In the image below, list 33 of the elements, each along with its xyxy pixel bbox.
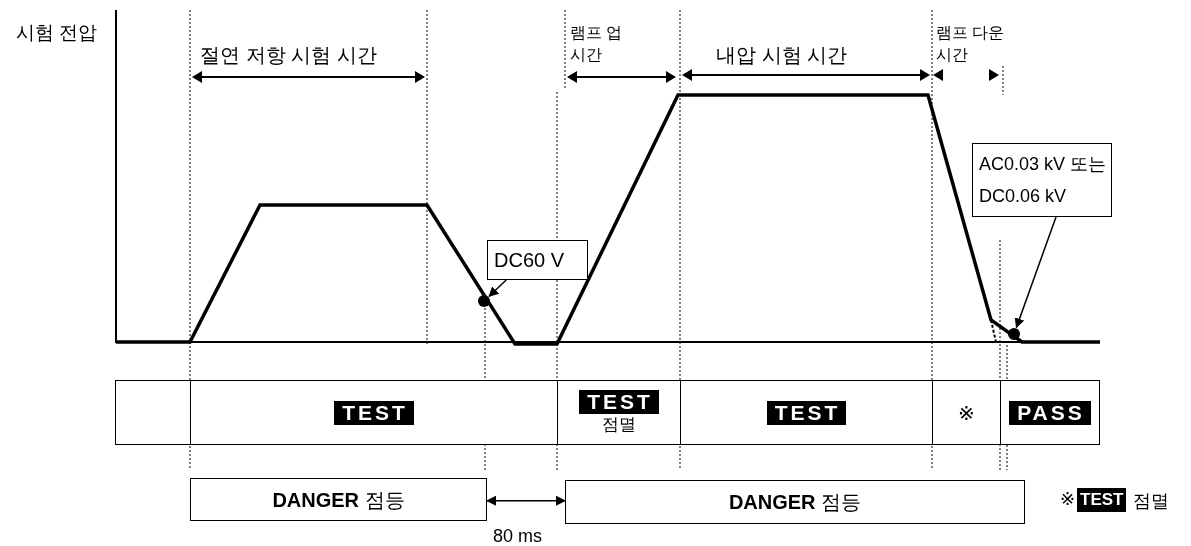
status-text: ※	[958, 401, 975, 424]
callout-text: DC60 V	[494, 249, 565, 271]
status-text: DANGER 점등	[272, 488, 405, 511]
status-badge: TEST	[1077, 488, 1127, 512]
dimension-label: 램프 다운 시간	[936, 23, 1006, 65]
note-text: 점멸	[1133, 490, 1169, 512]
status-badge: TEST	[334, 400, 414, 425]
note-text: ※	[1060, 488, 1076, 510]
status-badge: TEST	[766, 400, 847, 425]
leader-line	[488, 279, 507, 297]
status-text: 점멸	[602, 413, 636, 436]
leader-line	[1014, 216, 1057, 329]
status-cell	[1000, 380, 1100, 445]
status-cell	[190, 380, 558, 445]
status-cell	[557, 380, 681, 445]
callout-box	[487, 240, 588, 280]
arrow	[486, 495, 566, 506]
marker-dot	[478, 295, 490, 307]
status-cell	[932, 380, 1001, 445]
lamp-box	[190, 478, 487, 521]
dimension-label: 내압 시험 시간	[716, 44, 848, 66]
status-badge: PASS	[1009, 400, 1091, 425]
callout-box	[972, 143, 1112, 217]
marker-dot	[1008, 328, 1020, 340]
lamp-box	[565, 480, 1025, 524]
status-badge: TEST	[579, 389, 659, 414]
dimension-label: 절연 저항 시험 시간	[200, 44, 377, 66]
status-text: DANGER 점등	[728, 491, 862, 513]
axis-label: 시험 전압	[16, 22, 98, 44]
status-cell	[115, 380, 191, 445]
dimension-label: 램프 업 시간	[570, 23, 624, 65]
status-cell	[680, 380, 933, 445]
callout-text: AC0.03 kV 또는 DC0.06 kV	[979, 153, 1107, 208]
